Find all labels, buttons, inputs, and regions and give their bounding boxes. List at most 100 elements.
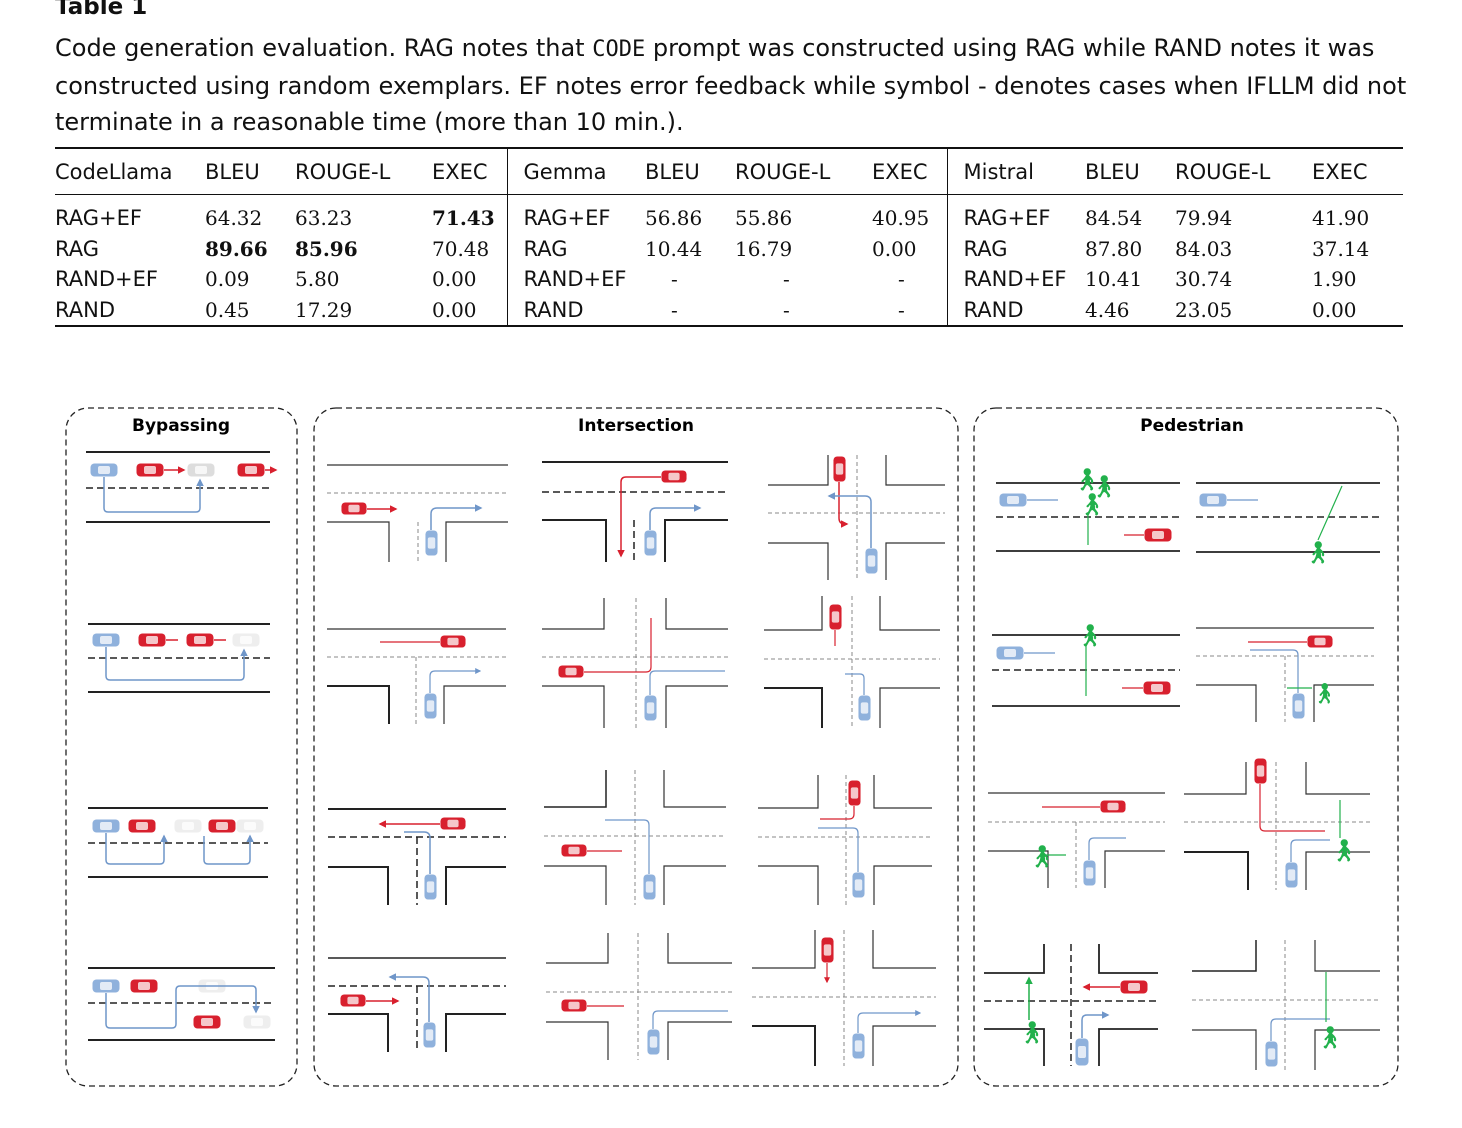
- table-cell: 23.05: [1175, 297, 1233, 322]
- table-cell: 0.00: [432, 264, 508, 295]
- header-bleu: BLEU: [1085, 159, 1140, 184]
- pedestrian-icon: 🚶︎: [1076, 624, 1104, 649]
- table-cell: 55.86: [735, 206, 793, 231]
- header-exec: EXEC: [432, 148, 508, 195]
- table-cell: 4.46: [1085, 297, 1130, 322]
- row-label: RAG+EF: [55, 206, 142, 231]
- table-cell: 0.00: [872, 233, 948, 264]
- table-cell: 37.14: [1312, 236, 1370, 261]
- table-cell: 71.43: [432, 194, 508, 234]
- panel-title-pedestrian: Pedestrian: [1140, 416, 1244, 436]
- caption-part-1: Code generation evaluation. RAG notes th…: [55, 34, 593, 62]
- intersection-scene-2: [542, 461, 728, 562]
- row-label: RAG: [523, 236, 568, 261]
- intersection-scene-10: [328, 957, 506, 1052]
- table-cell: 64.32: [205, 206, 263, 231]
- pedestrian-icon: 🚶︎: [1078, 493, 1106, 518]
- results-table: CodeLlama BLEU ROUGE-L EXEC Gemma BLEU R…: [55, 147, 1403, 327]
- panel-intersection: [313, 407, 959, 1087]
- table-cell: 63.23: [295, 206, 353, 231]
- pedestrian-scene-8: 🚶︎: [1192, 940, 1380, 1070]
- table-row: RAG+EF 64.32 63.23 71.43 RAG+EF 56.86 55…: [55, 194, 1403, 234]
- table-cell: 0.09: [205, 267, 250, 292]
- table-cell: 56.86: [645, 206, 703, 231]
- caption-part-2: prompt was constructed using RAG while R…: [55, 34, 1407, 136]
- bypass-scenario-1: [86, 451, 278, 523]
- table-cell: 0.45: [205, 297, 250, 322]
- table-cell: 85.96: [295, 236, 358, 261]
- table-cell: 84.03: [1175, 236, 1233, 261]
- table-cell: -: [671, 297, 678, 322]
- table-cell: 5.80: [295, 267, 340, 292]
- header-gemma: Gemma: [523, 159, 607, 184]
- intersection-scene-9: [758, 775, 932, 905]
- caption-code-word: CODE: [592, 37, 646, 62]
- row-label: RAND+EF: [55, 267, 158, 292]
- intersection-scene-5: [542, 598, 728, 728]
- table-row: RAND 0.45 17.29 0.00 RAND - - - RAND 4.4…: [55, 294, 1403, 326]
- table-cell: 16.79: [735, 236, 793, 261]
- pedestrian-icon: 🚶︎: [1028, 845, 1056, 870]
- bypass-scenario-2: [88, 623, 270, 693]
- row-label: RAG: [963, 236, 1008, 261]
- header-bleu: BLEU: [205, 159, 260, 184]
- table-cell: 40.95: [872, 194, 948, 234]
- panel-title-bypassing: Bypassing: [132, 416, 230, 436]
- header-rouge-l: ROUGE-L: [1175, 159, 1271, 184]
- intersection-scene-3: [768, 455, 945, 580]
- header-rouge-l: ROUGE-L: [295, 159, 391, 184]
- intersection-scene-7: [328, 808, 506, 905]
- pedestrian-scene-3: 🚶︎: [992, 624, 1180, 707]
- header-rouge-l: ROUGE-L: [735, 159, 831, 184]
- pedestrian-icon: 🚶︎: [1304, 541, 1332, 566]
- pedestrian-icon: 🚶︎: [1312, 681, 1337, 705]
- intersection-scene-11: [546, 933, 732, 1060]
- pedestrian-scene-1: 🚶︎ 🚶︎ 🚶︎: [996, 468, 1180, 552]
- table-cell: 0.00: [1312, 297, 1357, 322]
- row-label: RAND: [55, 297, 115, 322]
- bypass-scenario-3: [88, 807, 268, 878]
- row-label: RAND+EF: [523, 267, 627, 292]
- table-cell: 10.41: [1085, 267, 1143, 292]
- intersection-scene-1: [327, 464, 508, 562]
- table-cell: 41.90: [1312, 206, 1370, 231]
- pedestrian-scene-2: 🚶︎: [1196, 482, 1380, 566]
- table-cell: 17.29: [295, 297, 353, 322]
- table-caption: Code generation evaluation. RAG notes th…: [55, 30, 1425, 140]
- intersection-scene-4: [327, 628, 506, 724]
- panel-title-intersection: Intersection: [578, 416, 694, 436]
- table-cell: 10.44: [645, 236, 703, 261]
- pedestrian-icon: 🚶︎: [1330, 839, 1358, 864]
- pedestrian-icon: 🚶︎: [1073, 468, 1101, 493]
- table-cell: 89.66: [205, 236, 268, 261]
- pedestrian-scene-4: 🚶︎: [1196, 627, 1374, 722]
- table-cell: 0.00: [432, 294, 508, 326]
- intersection-scene-8: [544, 770, 726, 905]
- row-label: RAND+EF: [963, 267, 1067, 292]
- scenario-figure: Bypassing Intersection Pedestrian: [65, 407, 1399, 1087]
- header-mistral: Mistral: [963, 159, 1034, 184]
- row-label: RAND: [523, 297, 584, 322]
- table-cell: 1.90: [1312, 267, 1357, 292]
- table-cell: 84.54: [1085, 206, 1143, 231]
- header-exec: EXEC: [1312, 159, 1368, 184]
- table-cell: 30.74: [1175, 267, 1233, 292]
- header-bleu: BLEU: [645, 159, 700, 184]
- pedestrian-icon: 🚶︎: [1316, 1026, 1344, 1051]
- panel-bypassing: [65, 407, 298, 1087]
- table-header-row: CodeLlama BLEU ROUGE-L EXEC Gemma BLEU R…: [55, 148, 1403, 195]
- table-row: RAG 89.66 85.96 70.48 RAG 10.44 16.79 0.…: [55, 233, 1403, 264]
- row-label: RAG: [55, 236, 100, 261]
- row-label: RAG+EF: [523, 206, 611, 231]
- intersection-scene-6: [764, 596, 940, 728]
- table-cell: -: [872, 294, 948, 326]
- table-cell: 87.80: [1085, 236, 1143, 261]
- panel-pedestrian: [973, 407, 1399, 1087]
- bypass-scenario-4: [88, 967, 275, 1041]
- pedestrian-scene-6: 🚶︎: [1184, 758, 1370, 890]
- header-codellama: CodeLlama: [55, 159, 173, 184]
- pedestrian-icon: 🚶︎: [1090, 475, 1118, 500]
- table-cell: -: [783, 297, 790, 322]
- row-label: RAG+EF: [963, 206, 1051, 231]
- table-cell: -: [872, 264, 948, 295]
